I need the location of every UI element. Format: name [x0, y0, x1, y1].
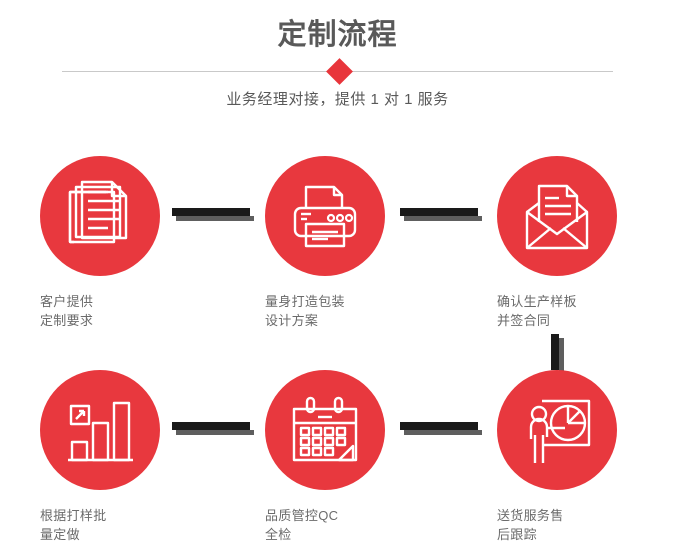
page-subtitle: 业务经理对接，提供 1 对 1 服务 [226, 91, 449, 108]
step-3-label: 确认生产样板 并签合同 [497, 294, 577, 328]
connector-bar [172, 208, 250, 216]
connector-shadow [559, 338, 564, 374]
header-divider [62, 58, 613, 85]
connector-bar [400, 422, 478, 430]
step-2-label: 量身打造包装 设计方案 [265, 294, 345, 328]
calendar-icon [292, 396, 358, 462]
step-3-circle [497, 156, 617, 276]
connector-bar [551, 334, 559, 370]
connector-bar [172, 422, 250, 430]
connector-shadow [176, 430, 254, 435]
flow-step-6[interactable]: 送货服务售 后跟踪 [497, 370, 617, 544]
printer-icon [293, 185, 357, 248]
step-5-circle [265, 370, 385, 490]
flow-step-4[interactable]: 根据打样批 量定做 [40, 370, 160, 544]
flow-step-2[interactable]: 量身打造包装 设计方案 [265, 156, 385, 330]
connector-step3-step6 [551, 334, 564, 374]
page-title: 定制流程 [277, 19, 398, 51]
flow-step-1[interactable]: 客户提供 定制要求 [40, 156, 160, 330]
connector-step4-step5 [172, 422, 254, 435]
connector-bar [400, 208, 478, 216]
connector-step5-step6 [400, 422, 482, 435]
bar-chart-growth-icon [68, 401, 133, 462]
step-4-label: 根据打样批 量定做 [40, 508, 107, 542]
step-4-circle [40, 370, 160, 490]
presenter-pie-chart-icon [529, 399, 591, 463]
connector-shadow [404, 430, 482, 435]
connector-shadow [176, 216, 254, 221]
documents-stack-icon [68, 180, 128, 244]
step-1-label: 客户提供 定制要求 [40, 294, 94, 328]
envelope-letter-icon [525, 184, 589, 250]
step-1-circle [40, 156, 160, 276]
connector-step2-step3 [400, 208, 482, 221]
step-5-label: 品质管控QC 全检 [265, 508, 339, 542]
connector-shadow [404, 216, 482, 221]
flow-step-3[interactable]: 确认生产样板 并签合同 [497, 156, 617, 330]
flow-step-5[interactable]: 品质管控QC 全检 [265, 370, 385, 544]
connector-step1-step2 [172, 208, 254, 221]
step-6-label: 送货服务售 后跟踪 [497, 508, 564, 542]
step-2-circle [265, 156, 385, 276]
diamond-marker-icon [326, 58, 353, 85]
presenter-pie-chart-icon-wrap [497, 370, 617, 490]
